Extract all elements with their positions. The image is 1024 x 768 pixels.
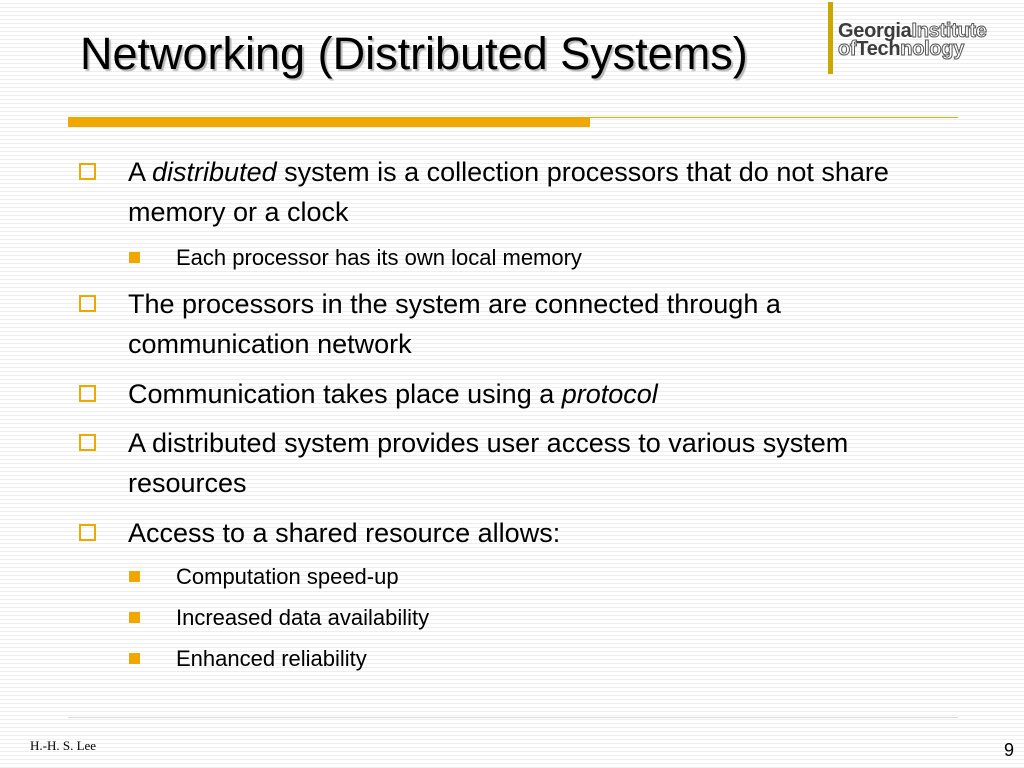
bullet-5-text: Access to a shared resource allows: <box>128 518 561 548</box>
logo-word-georgia: Georgia <box>838 20 912 42</box>
sub-bullet-4-text: Enhanced reliability <box>176 646 367 671</box>
page-number: 9 <box>1003 740 1014 760</box>
hollow-square-bullet-icon <box>79 524 96 541</box>
bullet-2-text: The processors in the system are connect… <box>128 289 781 359</box>
bullet-3-emphasis: protocol <box>561 379 658 409</box>
footer-author: H.-H. S. Lee <box>30 738 97 753</box>
sub-bullet-3: Increased data availability <box>129 603 956 633</box>
bullet-5: Access to a shared resource allows: <box>79 513 958 553</box>
hollow-square-bullet-icon <box>79 385 96 402</box>
title-underline-thin <box>590 117 958 118</box>
sub-bullet-2-text: Computation speed-up <box>176 564 399 589</box>
logo-word-institute: Institute <box>911 20 987 43</box>
bullet-1: A distributed system is a collection pro… <box>79 152 958 232</box>
bullet-4-text: A distributed system provides user acces… <box>128 428 849 498</box>
bullet-2: The processors in the system are connect… <box>79 284 958 364</box>
bullet-4: A distributed system provides user acces… <box>79 423 958 503</box>
georgia-tech-logo: GeorgiaInstitute ofTechnology <box>818 2 1014 82</box>
bullet-3: Communication takes place using a protoc… <box>79 374 958 414</box>
filled-square-bullet-icon <box>129 571 140 582</box>
logo-word-of: of <box>837 38 857 61</box>
logo-line-1: GeorgiaInstitute <box>838 20 987 43</box>
filled-square-bullet-icon <box>129 653 140 664</box>
bullet-3-prefix: Communication takes place using a <box>128 379 562 409</box>
sub-bullet-2: Computation speed-up <box>129 562 956 592</box>
sub-bullet-1-text: Each processor has its own local memory <box>176 245 582 270</box>
bullet-1-emphasis: distributed <box>152 157 277 187</box>
bullet-1-prefix: A <box>128 157 153 187</box>
logo-line-2: ofTechnology <box>837 38 965 61</box>
hollow-square-bullet-icon <box>79 434 96 451</box>
bullet-1-rest: system is a collection processors that d… <box>128 157 889 227</box>
logo-bar <box>828 2 833 74</box>
sub-bullet-1: Each processor has its own local memory <box>129 243 956 273</box>
sub-bullet-4: Enhanced reliability <box>129 644 956 674</box>
footer-rule <box>68 717 958 718</box>
hollow-square-bullet-icon <box>79 295 96 312</box>
slide-title: Networking (Distributed Systems) <box>80 28 748 79</box>
sub-bullet-3-text: Increased data availability <box>176 605 430 630</box>
hollow-square-bullet-icon <box>79 163 96 180</box>
logo-word-tech: Tech <box>856 38 901 60</box>
filled-square-bullet-icon <box>129 252 140 263</box>
title-underline-bar <box>68 117 590 127</box>
logo-word-nology: nology <box>900 38 965 61</box>
filled-square-bullet-icon <box>129 612 140 623</box>
